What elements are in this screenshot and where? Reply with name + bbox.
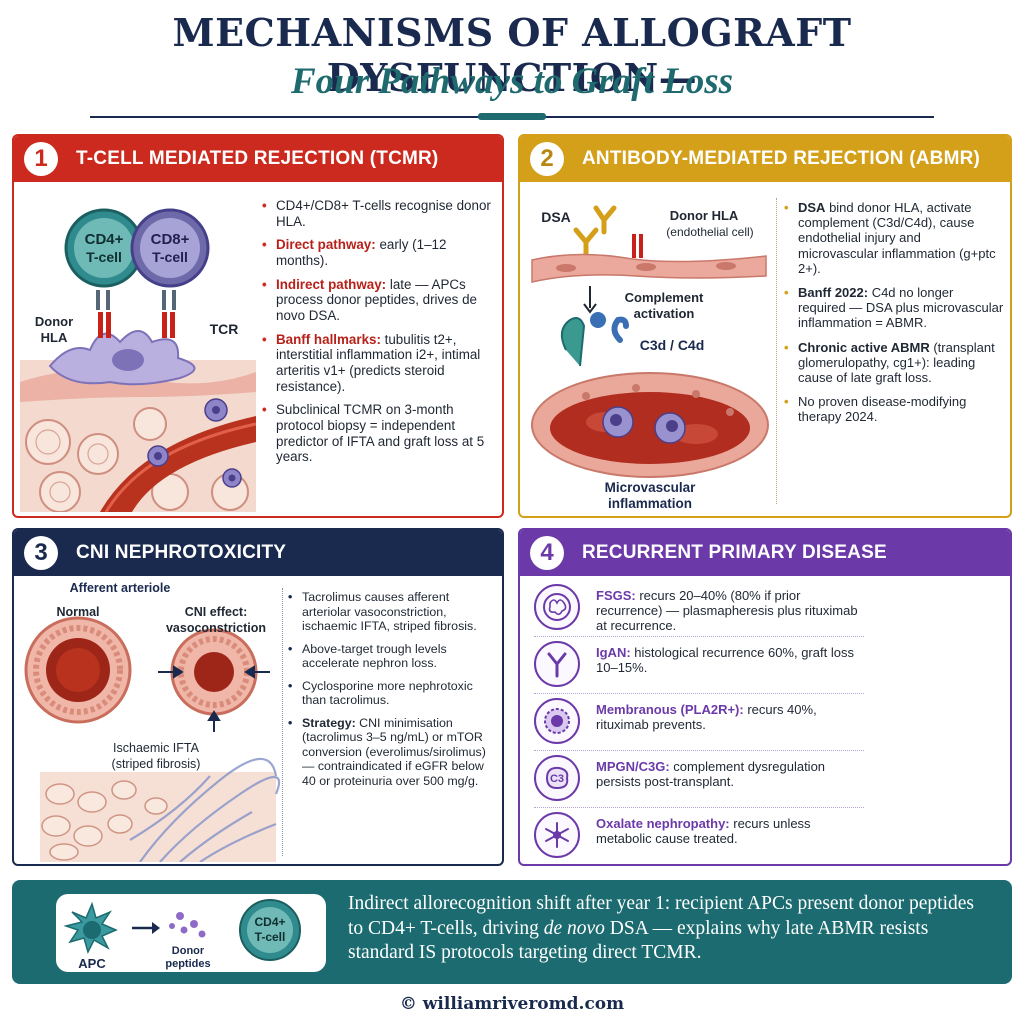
vasoconstriction-label: vasoconstriction	[166, 621, 266, 635]
tcmr-title: T-CELL MEDIATED REJECTION (TCMR)	[76, 148, 439, 169]
page-subtitle: Four Pathways to Graft Loss	[290, 61, 733, 102]
recurrent-list: FSGS: recurs 20–40% (80% if prior recurr…	[534, 584, 864, 864]
arteriole-label: Afferent arteriole	[70, 581, 171, 595]
recurrent-number: 4	[530, 536, 564, 570]
tcmr-illustration: CD4+ T-cell CD8+ T-cell Donor HLA TCR	[20, 208, 256, 512]
abmr-illustration: DSA Donor HLA (endothelial cell) Complem…	[531, 205, 769, 510]
cd4-label: CD4+	[85, 231, 124, 248]
tcr-label: TCR	[210, 321, 239, 337]
apc-label: APC	[78, 956, 106, 971]
c3-icon: C3	[534, 755, 580, 801]
donor-hla-label: Donor HLA	[670, 208, 739, 223]
tcmr-panel: 1 T-CELL MEDIATED REJECTION (TCMR)	[12, 134, 504, 518]
tcell-label-2: T-cell	[152, 249, 188, 265]
list-item: IgAN: histological recurrence 60%, graft…	[534, 641, 864, 696]
crystal-icon	[534, 812, 580, 858]
normal-label: Normal	[56, 605, 99, 619]
allorecognition-diagram: CD4+ T-cell APC Donor peptides	[56, 894, 326, 972]
abmr-bullet: Chronic active ABMR (transplant glomerul…	[782, 340, 1004, 386]
abmr-bullet: No proven disease-modifying therapy 2024…	[782, 394, 1004, 424]
abmr-panel: 2 ANTIBODY-MEDIATED REJECTION (ABMR) DSA…	[518, 134, 1012, 518]
dsa-label: DSA	[541, 209, 571, 225]
peptides-label-2: peptides	[165, 958, 210, 970]
ifta-label: Ischaemic IFTA	[113, 741, 200, 755]
cni-illustration: Afferent arteriole Normal CNI effect: va…	[24, 581, 281, 862]
copyright-footer: © williamriveromd.com	[399, 994, 625, 1014]
cni-bullets: Tacrolimus causes afferent arteriolar va…	[286, 590, 500, 796]
banner-tcell-label: T-cell	[255, 930, 286, 944]
tcmr-number: 1	[24, 142, 58, 176]
abmr-divider	[776, 198, 777, 504]
abmr-header: 2 ANTIBODY-MEDIATED REJECTION (ABMR)	[520, 136, 1010, 182]
list-item: FSGS: recurs 20–40% (80% if prior recurr…	[534, 584, 864, 639]
list-item: C3 MPGN/C3G: complement dysregulation pe…	[534, 755, 864, 810]
cni-header: 3 CNI NEPHROTOXICITY	[14, 530, 502, 576]
membrane-icon	[534, 698, 580, 744]
glomerulus-icon	[534, 584, 580, 630]
tcmr-bullet: Direct pathway: early (1–12 months).	[260, 237, 500, 268]
abmr-title: ANTIBODY-MEDIATED REJECTION (ABMR)	[582, 148, 981, 169]
activation-label: activation	[634, 306, 695, 321]
recurrent-header: 4 RECURRENT PRIMARY DISEASE	[520, 530, 1010, 576]
cni-bullet: Cyclosporine more nephrotoxic than tacro…	[286, 679, 500, 708]
mvi-label-2: inflammation	[608, 496, 692, 510]
tcmr-bullet: CD4+/CD8+ T-cells recognise donor HLA.	[260, 198, 500, 229]
tcmr-bullets: CD4+/CD8+ T-cells recognise donor HLA. D…	[260, 198, 500, 473]
recurrent-title: RECURRENT PRIMARY DISEASE	[582, 542, 887, 563]
abmr-number: 2	[530, 142, 564, 176]
donor-label: Donor	[35, 314, 73, 329]
c3d-label: C3d / C4d	[640, 337, 705, 353]
tcmr-bullet: Banff hallmarks: tubulitis t2+, intersti…	[260, 332, 500, 395]
tcmr-bullet: Indirect pathway: late — APCs process do…	[260, 277, 500, 324]
cni-bullet: Above-target trough levels accelerate ne…	[286, 642, 500, 671]
cni-panel: 3 CNI NEPHROTOXICITY	[12, 528, 504, 866]
cni-number: 3	[24, 536, 58, 570]
abmr-bullet: Banff 2022: C4d no longer required — DSA…	[782, 285, 1004, 331]
endothelial-label: (endothelial cell)	[666, 225, 753, 239]
abmr-bullet: DSA bind donor HLA, activate complement …	[782, 200, 1004, 276]
tcmr-header: 1 T-CELL MEDIATED REJECTION (TCMR)	[14, 136, 502, 182]
tcmr-bullet: Subclinical TCMR on 3-month protocol bio…	[260, 402, 500, 465]
cni-title: CNI NEPHROTOXICITY	[76, 542, 287, 563]
striped-fibrosis-label: (striped fibrosis)	[112, 757, 201, 771]
cni-bullet: Tacrolimus causes afferent arteriolar va…	[286, 590, 500, 634]
title-rule-mark	[478, 113, 546, 120]
list-item: Membranous (PLA2R+): recurs 40%, rituxim…	[534, 698, 864, 753]
banner-cd4-label: CD4+	[254, 915, 285, 929]
peptides-label-1: Donor	[172, 945, 205, 957]
c3-label: C3	[550, 773, 564, 785]
antibody-icon	[534, 641, 580, 687]
cd8-label: CD8+	[151, 231, 190, 248]
complement-label: Complement	[625, 290, 704, 305]
mvi-label-1: Microvascular	[605, 480, 697, 495]
tcell-label-1: T-cell	[86, 249, 122, 265]
page-title: MECHANISMS OF ALLOGRAFT DYSFUNCTION—	[172, 10, 852, 100]
banner-text: Indirect allorecognition shift after yea…	[348, 893, 974, 964]
abmr-bullets: DSA bind donor HLA, activate complement …	[782, 200, 1004, 434]
summary-banner: CD4+ T-cell APC Donor peptides Indirect …	[12, 880, 1012, 984]
cni-effect-label: CNI effect:	[185, 605, 248, 619]
cni-divider	[282, 588, 283, 856]
list-item: Oxalate nephropathy: recurs unless metab…	[534, 812, 864, 864]
recurrent-panel: 4 RECURRENT PRIMARY DISEASE FSGS: recurs…	[518, 528, 1012, 866]
hla-label: HLA	[41, 330, 68, 345]
cni-bullet: Strategy: CNI minimisation (tacrolimus 3…	[286, 716, 500, 789]
